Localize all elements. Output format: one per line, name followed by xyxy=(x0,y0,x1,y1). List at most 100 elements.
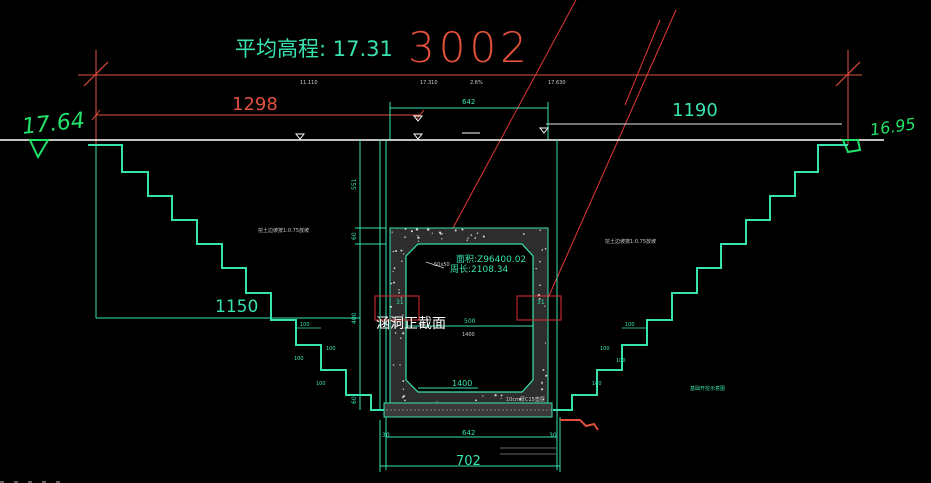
culvert-inner-opening xyxy=(405,243,534,393)
right-excavation-slope xyxy=(553,144,848,411)
concrete-speck xyxy=(394,332,397,334)
concrete-speck xyxy=(535,267,537,270)
concrete-speck xyxy=(404,236,406,238)
concrete-speck xyxy=(539,229,541,231)
concrete-speck xyxy=(539,260,541,263)
concrete-speck xyxy=(404,228,407,230)
average-elevation-label: 平均高程: 17.31 xyxy=(235,37,393,61)
concrete-speck xyxy=(482,395,484,397)
concrete-speck xyxy=(494,394,497,397)
chamfer-label: 50x50 xyxy=(434,262,450,268)
concrete-speck xyxy=(467,237,469,239)
concrete-speck xyxy=(436,401,438,403)
concrete-speck xyxy=(500,397,502,399)
bench-width-left: 100 xyxy=(300,322,310,328)
top-tick-2: 17.310 xyxy=(420,80,438,86)
concrete-speck xyxy=(545,374,548,377)
concrete-speck xyxy=(404,399,406,402)
ground-marker-icon xyxy=(412,133,424,140)
top-tick-4: 17.630 xyxy=(548,80,566,86)
right-slope-note: 挖土边坡按1:0.75放坡 xyxy=(605,238,656,245)
bench-height-left-2: 100 xyxy=(316,381,326,387)
concrete-speck xyxy=(393,281,395,284)
concrete-speck xyxy=(522,233,525,235)
concrete-speck xyxy=(440,233,442,235)
concrete-speck xyxy=(461,228,464,231)
left-slope-note: 挖土边坡按1:0.75放坡 xyxy=(258,227,309,234)
bench-width-left-2: 100 xyxy=(326,346,336,352)
concrete-speck xyxy=(541,388,544,391)
dim-bottom-small-right: 30 xyxy=(549,432,557,439)
concrete-speck xyxy=(394,325,397,328)
red-leader-line-2 xyxy=(547,9,677,299)
concrete-speck xyxy=(402,388,405,390)
concrete-speck xyxy=(416,234,418,237)
concrete-speck xyxy=(519,398,522,401)
dim-vertical-top: 551 xyxy=(351,178,358,190)
dim-vertical-mid: 60 xyxy=(351,232,358,240)
dim-vertical-main: 400 xyxy=(351,312,358,324)
concrete-speck xyxy=(500,394,503,397)
concrete-speck xyxy=(403,253,405,255)
concrete-speck xyxy=(393,267,396,270)
left-offset-tick-a xyxy=(91,109,101,121)
dim-bottom-small-left: 30 xyxy=(382,432,390,439)
bench-height-right: 100 xyxy=(616,358,626,364)
red-leader-line-1 xyxy=(439,0,577,253)
right-highlight-box xyxy=(516,295,562,321)
left-box-label: 31 xyxy=(396,299,404,306)
overall-bottom-width: 702 xyxy=(456,454,481,469)
concrete-speck xyxy=(474,237,477,239)
concrete-speck xyxy=(427,228,430,231)
concrete-speck xyxy=(542,398,545,400)
left-ground-elevation: 17.64 xyxy=(21,108,86,139)
concrete-speck xyxy=(398,289,400,291)
concrete-speck xyxy=(544,305,546,307)
box-top-width: 642 xyxy=(462,98,475,106)
concrete-speck xyxy=(389,305,393,308)
bench-height-left: 100 xyxy=(294,356,304,362)
concrete-speck xyxy=(402,380,404,382)
ground-marker-icon xyxy=(538,127,550,134)
concrete-speck xyxy=(390,282,393,285)
concrete-speck xyxy=(410,230,413,233)
concrete-speck xyxy=(394,249,398,253)
concrete-speck xyxy=(441,238,443,240)
concrete-speck xyxy=(400,260,403,262)
top-tick-1: 11.110 xyxy=(300,80,318,86)
right-box-label: 31 xyxy=(537,299,545,306)
bottom-interior-label: 1400 xyxy=(452,379,472,388)
concrete-speck xyxy=(402,314,404,316)
left-elevation-marker-icon xyxy=(28,139,50,160)
concrete-speck xyxy=(399,364,401,366)
concrete-speck xyxy=(400,337,402,339)
ground-marker-icon xyxy=(294,133,306,140)
concrete-speck xyxy=(476,232,479,234)
concrete-speck xyxy=(475,399,477,402)
interior-width-2: 1400 xyxy=(462,332,475,338)
perimeter-label: 周长:2108.34 xyxy=(450,263,509,275)
dim-vertical-bottom: 60 xyxy=(351,396,358,404)
concrete-speck xyxy=(542,368,545,371)
concrete-speck xyxy=(454,229,457,232)
interior-width: 500 xyxy=(464,318,476,325)
bench-width-right: 100 xyxy=(625,322,635,328)
left-highlight-box xyxy=(374,295,420,321)
concrete-speck xyxy=(470,234,473,236)
concrete-speck xyxy=(393,320,396,323)
bottom-right-note: 基础开挖示意图 xyxy=(690,385,725,392)
red-leader-line-3 xyxy=(624,19,661,106)
concrete-speck xyxy=(417,240,420,242)
concrete-speck xyxy=(541,249,544,251)
concrete-speck xyxy=(402,332,405,335)
concrete-speck xyxy=(392,250,395,253)
concrete-speck xyxy=(541,381,543,384)
concrete-speck xyxy=(392,270,394,272)
section-number: 3002 xyxy=(408,23,531,72)
concrete-speck xyxy=(544,342,547,344)
concrete-speck xyxy=(442,233,444,235)
culvert-label: 涵洞正截面 xyxy=(376,316,446,332)
ground-marker-icon xyxy=(412,115,424,122)
concrete-speck xyxy=(539,284,541,287)
